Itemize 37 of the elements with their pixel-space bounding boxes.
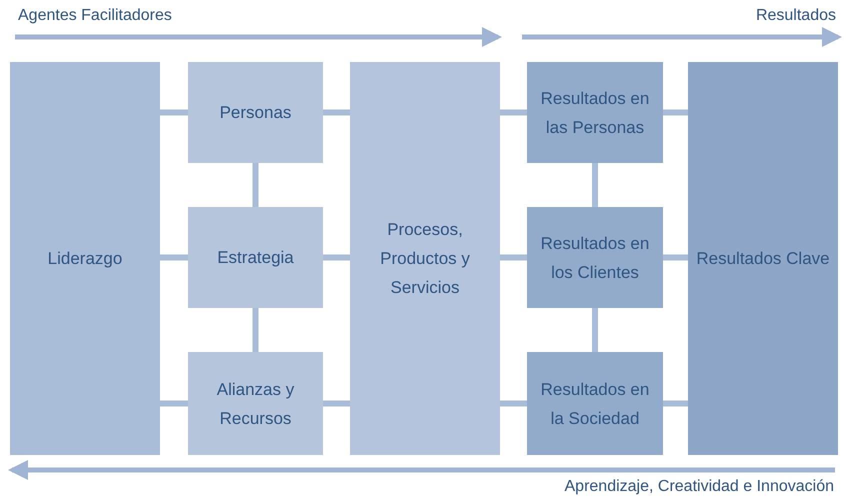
box-label: Resultados Clave [695, 248, 831, 270]
connector-line [160, 400, 188, 406]
section-label: Resultados [756, 7, 836, 25]
result-box [527, 62, 663, 163]
box-label: Liderazgo [46, 248, 124, 270]
connector-line [160, 254, 188, 260]
connector-line [323, 400, 350, 406]
connector-line [500, 254, 527, 260]
section-label: Agentes Facilitadores [18, 7, 172, 25]
connector-line [252, 163, 258, 207]
criterion-box [188, 62, 323, 163]
key-results-box [688, 62, 838, 455]
criterion-box [188, 352, 323, 455]
connector-line [323, 110, 350, 116]
box-label: Procesos, Productos y Servicios [379, 219, 471, 299]
box-label: Resultados en la Sociedad [540, 378, 650, 430]
leadership-box [10, 62, 160, 455]
box-label: Alianzas y Recursos [216, 378, 296, 430]
connector-line [663, 110, 688, 116]
box-label: Estrategia [216, 247, 295, 269]
connector-line [160, 110, 188, 116]
connector-line [592, 163, 598, 207]
box-label: Personas [218, 102, 292, 124]
result-box [527, 352, 663, 455]
process-box [350, 62, 500, 455]
connector-line [252, 308, 258, 352]
box-label: Resultados en las Personas [540, 88, 650, 138]
connector-line [663, 400, 688, 406]
connector-line [663, 254, 688, 260]
connector-line [323, 254, 350, 260]
box-label: Resultados en los Clientes [540, 232, 650, 284]
connector-line [592, 308, 598, 352]
result-box [527, 207, 663, 308]
criterion-box [188, 207, 323, 308]
section-label: Aprendizaje, Creatividad e Innovación [564, 478, 834, 496]
connector-line [500, 110, 527, 116]
connector-line [500, 400, 527, 406]
